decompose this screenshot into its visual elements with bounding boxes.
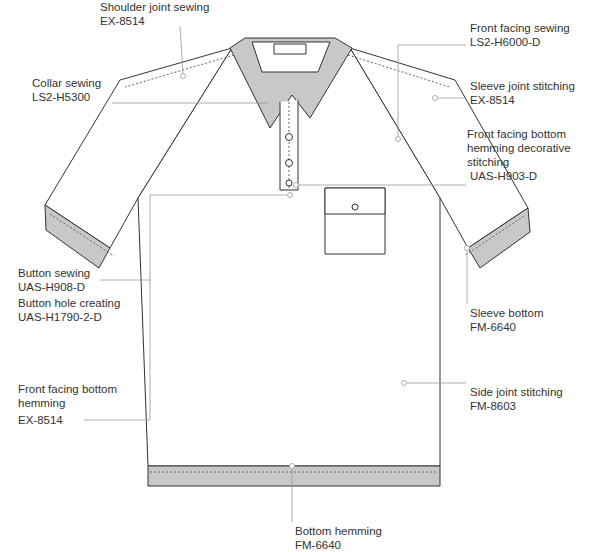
part-name: Button hole creating <box>18 296 120 310</box>
part-name: Bottom hemming <box>295 524 382 538</box>
part-name: Sleeve joint stitching <box>470 79 575 93</box>
machine-model: LS2-H5300 <box>32 90 90 104</box>
machine-model: EX-8514 <box>470 93 515 107</box>
machine-model: FM-8603 <box>470 399 516 413</box>
pocket-flap <box>325 188 385 214</box>
part-name: Front facing sewing <box>470 21 570 35</box>
right-cuff <box>468 208 530 268</box>
shirt-body <box>138 48 440 466</box>
button <box>286 160 293 167</box>
machine-model: FM-6640 <box>295 538 341 552</box>
machine-model: UAS-H903-D <box>470 169 537 183</box>
part-name: Front facing bottom hemming <box>18 382 128 410</box>
machine-model: EX-8514 <box>18 413 63 427</box>
leader-lines <box>84 26 467 522</box>
part-name: Shoulder joint sewing <box>100 0 209 14</box>
part-name: Sleeve bottom <box>470 306 544 320</box>
collar-back <box>252 42 330 72</box>
leader-dots <box>181 74 470 469</box>
left-cuff <box>45 205 110 268</box>
machine-model: UAS-H1790-2-D <box>18 310 102 324</box>
neck-label <box>274 44 306 54</box>
chest-pocket <box>325 188 385 254</box>
machine-model: FM-6640 <box>470 320 516 334</box>
part-name: Side joint stitching <box>470 385 563 399</box>
machine-model: UAS-H908-D <box>18 280 85 294</box>
button <box>286 134 293 141</box>
part-name: Collar sewing <box>32 76 101 90</box>
machine-model: LS2-H6000-D <box>470 35 540 49</box>
hem-band <box>148 466 440 486</box>
part-name: Front facing bottom hemming decorative s… <box>467 127 592 169</box>
front-placket <box>280 100 298 190</box>
machine-model: EX-8514 <box>100 14 145 28</box>
button <box>286 180 292 186</box>
part-name: Button sewing <box>18 266 90 280</box>
